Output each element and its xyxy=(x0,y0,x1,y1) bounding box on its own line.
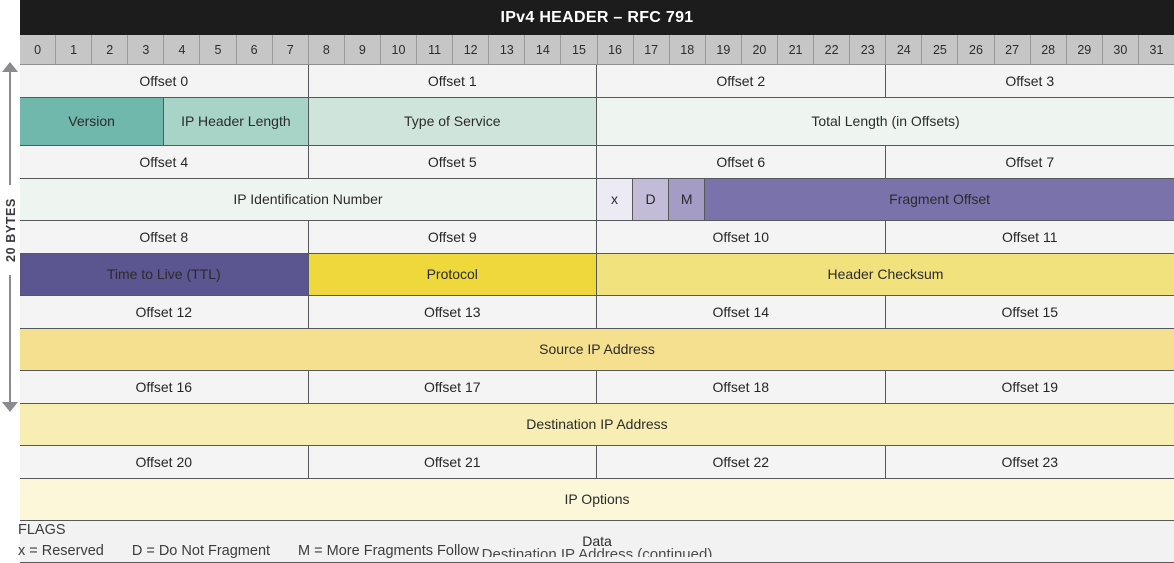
offset-cell-offset-20: Offset 20 xyxy=(20,446,309,479)
field-row: Destination IP Address xyxy=(20,404,1174,446)
offset-cell-offset-3: Offset 3 xyxy=(886,65,1174,98)
field-cell-x: x xyxy=(597,179,633,221)
bit-index-28: 28 xyxy=(1031,35,1067,65)
field-row: IP Options xyxy=(20,479,1174,521)
bit-index-27: 27 xyxy=(995,35,1031,65)
bit-index-5: 5 xyxy=(200,35,236,65)
offset-cell-offset-10: Offset 10 xyxy=(597,221,886,254)
bit-index-9: 9 xyxy=(345,35,381,65)
field-cell-time-to-live-ttl: Time to Live (TTL) xyxy=(20,254,309,296)
field-cell-version: Version xyxy=(20,98,164,146)
field-cell-type-of-service: Type of Service xyxy=(309,98,598,146)
offset-cell-offset-12: Offset 12 xyxy=(20,296,309,329)
bit-index-16: 16 xyxy=(598,35,634,65)
bit-index-18: 18 xyxy=(670,35,706,65)
bit-index-1: 1 xyxy=(56,35,92,65)
offset-cell-offset-5: Offset 5 xyxy=(309,146,598,179)
field-cell-header-checksum: Header Checksum xyxy=(597,254,1174,296)
bit-index-29: 29 xyxy=(1067,35,1103,65)
offset-cell-offset-9: Offset 9 xyxy=(309,221,598,254)
bit-index-23: 23 xyxy=(850,35,886,65)
offset-cell-offset-4: Offset 4 xyxy=(20,146,309,179)
offset-cell-offset-22: Offset 22 xyxy=(597,446,886,479)
bit-index-15: 15 xyxy=(561,35,597,65)
offset-cell-offset-16: Offset 16 xyxy=(20,371,309,404)
bit-index-4: 4 xyxy=(164,35,200,65)
offset-cell-offset-13: Offset 13 xyxy=(309,296,598,329)
byte-span-indicator: 20 BYTES xyxy=(0,62,20,412)
bit-index-12: 12 xyxy=(453,35,489,65)
offset-cell-offset-11: Offset 11 xyxy=(886,221,1174,254)
bit-index-20: 20 xyxy=(742,35,778,65)
field-cell-fragment-offset: Fragment Offset xyxy=(705,179,1174,221)
field-row: Source IP Address xyxy=(20,329,1174,371)
field-cell-protocol: Protocol xyxy=(309,254,598,296)
bit-index-7: 7 xyxy=(273,35,309,65)
field-cell-ip-identification-number: IP Identification Number xyxy=(20,179,597,221)
byte-span-label: 20 BYTES xyxy=(1,185,21,275)
bit-index-10: 10 xyxy=(381,35,417,65)
bit-index-31: 31 xyxy=(1139,35,1174,65)
bit-index-2: 2 xyxy=(92,35,128,65)
offset-cell-offset-18: Offset 18 xyxy=(597,371,886,404)
bit-index-14: 14 xyxy=(525,35,561,65)
flags-legend-title: FLAGS xyxy=(18,520,479,541)
offset-cell-offset-6: Offset 6 xyxy=(597,146,886,179)
bit-index-21: 21 xyxy=(778,35,814,65)
offset-cell-offset-7: Offset 7 xyxy=(886,146,1174,179)
bit-index-25: 25 xyxy=(922,35,958,65)
offset-cell-offset-21: Offset 21 xyxy=(309,446,598,479)
offset-cell-offset-17: Offset 17 xyxy=(309,371,598,404)
offset-cell-offset-8: Offset 8 xyxy=(20,221,309,254)
bit-index-3: 3 xyxy=(128,35,164,65)
bit-index-17: 17 xyxy=(634,35,670,65)
field-cell-total-length-in-offsets: Total Length (in Offsets) xyxy=(597,98,1174,146)
offset-cell-offset-19: Offset 19 xyxy=(886,371,1174,404)
offset-cell-offset-14: Offset 14 xyxy=(597,296,886,329)
bit-index-11: 11 xyxy=(417,35,453,65)
offset-cell-offset-2: Offset 2 xyxy=(597,65,886,98)
bit-index-8: 8 xyxy=(309,35,345,65)
offset-cell-offset-1: Offset 1 xyxy=(309,65,598,98)
bit-index-22: 22 xyxy=(814,35,850,65)
field-cell-destination-ip-address: Destination IP Address xyxy=(20,404,1174,446)
diagram-title: IPv4 HEADER – RFC 791 xyxy=(20,0,1174,35)
bit-index-24: 24 xyxy=(886,35,922,65)
offset-cell-offset-23: Offset 23 xyxy=(886,446,1174,479)
bit-index-0: 0 xyxy=(20,35,56,65)
arrow-down-icon xyxy=(2,402,18,412)
field-cell-d: D xyxy=(633,179,669,221)
offset-cell-offset-0: Offset 0 xyxy=(20,65,309,98)
bit-index-26: 26 xyxy=(958,35,994,65)
bit-index-30: 30 xyxy=(1103,35,1139,65)
field-cell-source-ip-address: Source IP Address xyxy=(20,329,1174,371)
field-cell-ip-options: IP Options xyxy=(20,479,1174,521)
bit-index-19: 19 xyxy=(706,35,742,65)
field-cell-m: M xyxy=(669,179,705,221)
field-cell-ip-header-length: IP Header Length xyxy=(164,98,308,146)
bit-index-13: 13 xyxy=(489,35,525,65)
offset-cell-offset-15: Offset 15 xyxy=(886,296,1174,329)
bit-index-6: 6 xyxy=(237,35,273,65)
